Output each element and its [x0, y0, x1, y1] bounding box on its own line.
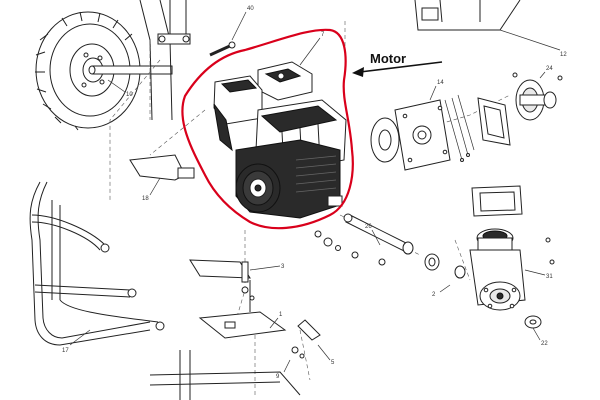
base-frame: 1 3	[149, 259, 301, 400]
motor-highlight-outline	[181, 28, 354, 230]
callout-frame-right: 12	[560, 52, 567, 58]
callout-wheel-shaft: 10	[126, 92, 133, 98]
callout-axle: 26	[365, 224, 372, 230]
callout-bolt-top: 40	[247, 6, 254, 12]
callout-nut: 2	[432, 292, 436, 298]
right-top-frame: 12	[414, 0, 567, 58]
callout-pin: 9	[276, 374, 280, 380]
flange-plate: 14	[370, 80, 475, 171]
pulley-gear: 24	[512, 66, 563, 121]
callout-spring: 5	[331, 360, 335, 366]
small-parts: 5 9	[241, 261, 335, 380]
callout-washer: 22	[541, 341, 548, 347]
callout-handle-bar: 17	[62, 348, 69, 354]
left-bracket: 18	[129, 154, 195, 202]
callout-plate-right: 14	[437, 80, 444, 86]
handlebar-tubes: 17	[29, 181, 165, 354]
wheel-shaft: 10	[88, 65, 173, 98]
callout-gear-top: 24	[546, 66, 553, 72]
cover-plate	[477, 97, 511, 146]
gearbox: 31 22 2	[432, 185, 555, 347]
motor-label: Motor	[370, 51, 406, 66]
callout-plate: 3	[281, 264, 285, 270]
motor-callout: Motor	[352, 51, 443, 77]
axle-shaft: 26	[314, 213, 440, 271]
engine: 7	[213, 32, 347, 219]
arrow-head-icon	[352, 67, 364, 77]
callout-base-frame: 1	[279, 312, 283, 318]
callout-engine: 7	[321, 32, 325, 38]
callout-gearbox: 31	[546, 274, 553, 280]
callout-bracket-left: 18	[142, 196, 149, 202]
bolt-top: 40	[209, 6, 254, 57]
